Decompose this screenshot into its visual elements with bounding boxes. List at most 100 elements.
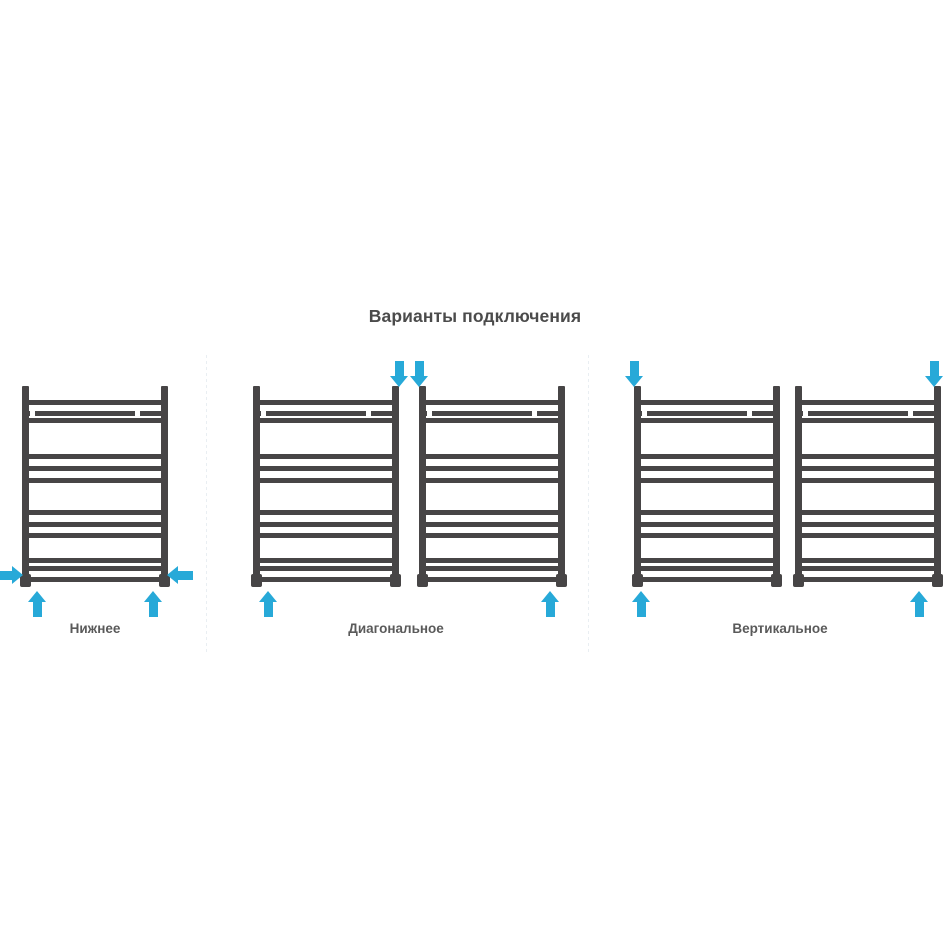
radiator-rail-left: [253, 386, 260, 582]
radiator-rung: [636, 522, 778, 527]
radiator-rail-left: [634, 386, 641, 582]
radiator-rung: [421, 454, 563, 459]
arrow-head: [910, 591, 928, 602]
radiator-rung: [24, 577, 166, 582]
radiator-rung: [797, 510, 939, 515]
radiator-rung: [797, 533, 939, 538]
group-label-diagonal: Диагональное: [348, 621, 444, 636]
radiator-rung: [421, 533, 563, 538]
radiator-rung-segment: [371, 411, 397, 416]
radiator-rung: [797, 400, 939, 405]
radiator-rail-left: [22, 386, 29, 582]
radiator-rung: [24, 418, 166, 423]
radiator-rung-notched: [24, 411, 166, 416]
radiator-rung-segment: [35, 411, 135, 416]
radiator-rung: [255, 558, 397, 563]
arrow-head: [12, 566, 23, 584]
arrow-shaft: [914, 601, 924, 617]
radiator-rung: [24, 400, 166, 405]
radiator-rung-notched: [255, 411, 397, 416]
radiator-rung: [255, 522, 397, 527]
arrow-shaft: [636, 601, 646, 617]
arrow-shaft: [394, 361, 404, 377]
radiator-rung: [797, 566, 939, 571]
arrow-shaft: [263, 601, 273, 617]
radiator-rung-segment: [752, 411, 778, 416]
radiator-rung-segment: [537, 411, 563, 416]
radiator-rung: [421, 478, 563, 483]
radiator-rung: [24, 454, 166, 459]
arrow-shaft: [414, 361, 424, 377]
radiator-rung: [255, 566, 397, 571]
radiator-diagonal-1: [251, 386, 401, 587]
radiator-rung-notched: [797, 411, 939, 416]
radiator-rung-segment: [636, 411, 642, 416]
radiator-rung: [24, 478, 166, 483]
radiator-rung: [421, 466, 563, 471]
arrow-head: [28, 591, 46, 602]
radiator-rung-notched: [421, 411, 563, 416]
page-title: Варианты подключения: [368, 306, 582, 326]
radiator-rung: [797, 454, 939, 459]
radiator-rung-segment: [797, 411, 803, 416]
arrow-shaft: [629, 361, 639, 377]
radiator-rung: [636, 454, 778, 459]
radiator-rail-right: [773, 386, 780, 582]
group-label-bottom: Нижнее: [69, 621, 121, 636]
radiator-rail-right: [558, 386, 565, 582]
radiator-rung: [255, 577, 397, 582]
radiator-rail-left: [795, 386, 802, 582]
radiator-rung: [421, 577, 563, 582]
radiator-rung: [797, 522, 939, 527]
arrow-head: [144, 591, 162, 602]
arrow-shaft: [0, 570, 13, 580]
radiator-rung: [636, 558, 778, 563]
radiator-rail-right: [161, 386, 168, 582]
radiator-rung: [797, 478, 939, 483]
radiator-rung-segment: [140, 411, 166, 416]
radiator-rung: [24, 533, 166, 538]
radiator-rung: [797, 418, 939, 423]
radiator-rung-segment: [808, 411, 908, 416]
arrow-head: [259, 591, 277, 602]
radiator-rung: [421, 566, 563, 571]
radiator-rung-segment: [255, 411, 261, 416]
arrow-head: [410, 376, 428, 387]
radiator-rung-segment: [24, 411, 30, 416]
radiator-rung: [636, 566, 778, 571]
radiator-bottom-1: [20, 386, 170, 587]
radiator-rung: [255, 454, 397, 459]
radiator-rung: [255, 510, 397, 515]
radiator-rung: [421, 510, 563, 515]
arrow-head: [541, 591, 559, 602]
radiator-rung-segment: [266, 411, 366, 416]
arrow-shaft: [545, 601, 555, 617]
radiator-rung: [255, 466, 397, 471]
radiator-rung: [636, 400, 778, 405]
arrow-head: [632, 591, 650, 602]
arrow-shaft: [177, 570, 193, 580]
radiator-rung: [255, 418, 397, 423]
group-label-vertical: Вертикальное: [732, 621, 828, 636]
radiator-rung: [255, 400, 397, 405]
radiator-vertical-1: [632, 386, 782, 587]
radiator-rung-notched: [636, 411, 778, 416]
radiator-rung: [636, 478, 778, 483]
radiator-rung: [636, 577, 778, 582]
arrow-head: [925, 376, 943, 387]
radiator-rung: [636, 533, 778, 538]
radiator-rung: [24, 510, 166, 515]
radiator-rung: [636, 510, 778, 515]
radiator-rung: [636, 418, 778, 423]
radiator-rung: [24, 558, 166, 563]
radiator-rung: [421, 400, 563, 405]
arrow-shaft: [148, 601, 158, 617]
arrow-shaft: [929, 361, 939, 377]
radiator-rung: [255, 533, 397, 538]
radiator-rung-segment: [913, 411, 939, 416]
radiator-rail-right: [934, 386, 941, 582]
radiator-rung-segment: [432, 411, 532, 416]
radiator-rail-left: [419, 386, 426, 582]
divider-line-1: [206, 355, 207, 655]
